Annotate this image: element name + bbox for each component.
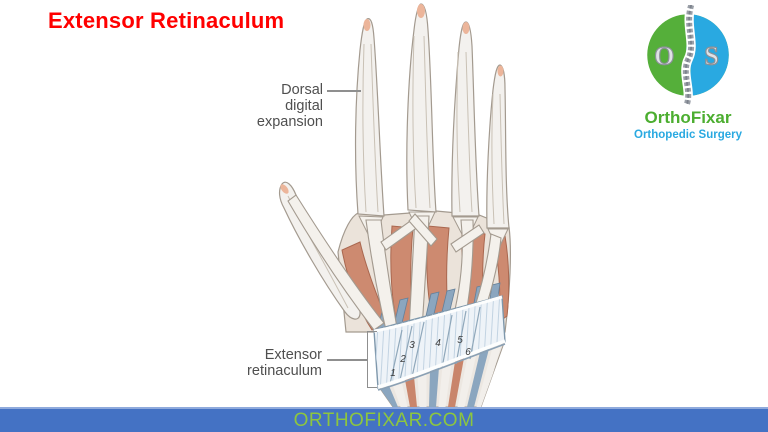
logo-brand-text: OrthoFixar	[644, 108, 732, 127]
finger-ring	[451, 21, 480, 217]
label-line: digital	[285, 98, 323, 115]
junctura-2	[408, 213, 438, 247]
footer-bar: ORTHOFIXAR.COM	[0, 407, 768, 432]
compartment-number-6: 6	[465, 347, 471, 358]
compartment-number-3: 3	[409, 340, 415, 351]
compartment-separators	[389, 306, 481, 385]
label-line: Extensor	[264, 347, 322, 363]
compartment-number-4: 4	[435, 338, 441, 349]
logo-tagline-text: Orthopedic Surgery	[634, 129, 742, 141]
label-line: expansion	[256, 114, 323, 131]
junctura-3	[450, 224, 485, 253]
logo-spine-icon: O S	[647, 3, 729, 107]
label-extensor-retinaculum: Extensor retinaculum	[220, 347, 322, 379]
footer-url: ORTHOFIXAR.COM	[293, 409, 475, 431]
finger-little	[486, 64, 510, 229]
logo-letter-s: S	[704, 41, 718, 70]
label-line: Dorsal	[281, 82, 323, 98]
leader-line-retinaculum	[327, 359, 367, 361]
label-dorsal-digital-expansion: Dorsal digital expansion	[228, 82, 323, 131]
orthofixar-logo: O S OrthoFixar Orthopedic Surgery	[620, 3, 756, 141]
finger-index	[354, 18, 385, 217]
label-line: retinaculum	[247, 363, 322, 380]
bracket-retinaculum	[367, 331, 377, 388]
page-title: Extensor Retinaculum	[48, 8, 285, 33]
fingers	[354, 3, 510, 229]
fingertip-nails	[363, 4, 504, 77]
leader-line-dorsal	[327, 90, 361, 92]
finger-tendon-lines	[362, 35, 505, 225]
compartment-number-1: 1	[390, 368, 396, 379]
extensor-retinaculum-band: 1 2 3 4 5 6	[373, 295, 506, 391]
compartment-number-5: 5	[457, 335, 463, 346]
forearm-tendons	[378, 342, 505, 408]
logo-letter-o: O	[654, 41, 674, 70]
compartment-number-2: 2	[399, 354, 406, 365]
finger-middle	[406, 3, 437, 213]
extensor-tendons	[287, 194, 502, 331]
